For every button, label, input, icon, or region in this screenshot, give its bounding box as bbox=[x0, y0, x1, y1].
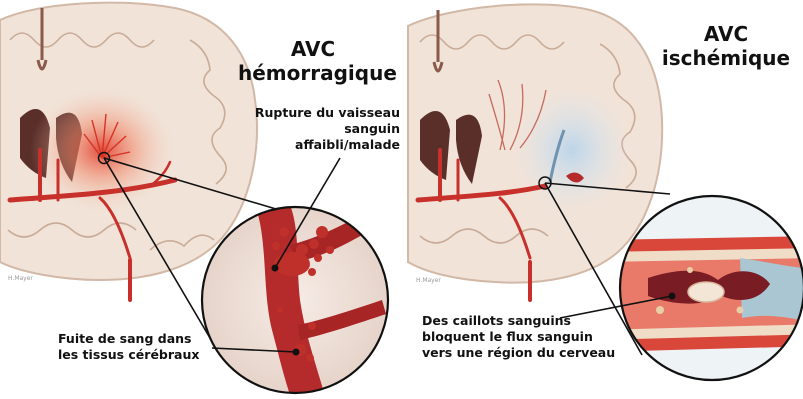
leak-line2: les tissus cérébraux bbox=[58, 347, 199, 363]
rupture-line2: sanguin bbox=[250, 121, 400, 137]
clot-annotation: Des caillots sanguins bloquent le flux s… bbox=[422, 313, 615, 361]
leak-line1: Fuite de sang dans bbox=[58, 331, 199, 347]
right-brain-section: H.Mayer bbox=[408, 4, 662, 300]
clot-line1: Des caillots sanguins bbox=[422, 313, 615, 329]
rupture-line3: affaibli/malade bbox=[250, 137, 400, 153]
right-title-line2: ischémique bbox=[651, 46, 801, 70]
clot-line2: bloquent le flux sanguin bbox=[422, 329, 615, 345]
rupture-annotation: Rupture du vaisseau sanguin affaibli/mal… bbox=[250, 105, 400, 153]
leak-point-marker bbox=[293, 349, 300, 356]
left-title-line1: AVC bbox=[238, 37, 388, 61]
right-credit: H.Mayer bbox=[416, 277, 441, 284]
right-title: AVC ischémique bbox=[651, 22, 801, 70]
rupture-line1: Rupture du vaisseau bbox=[250, 105, 400, 121]
left-title: AVC hémorragique bbox=[238, 37, 388, 85]
left-title-line2: hémorragique bbox=[238, 61, 388, 85]
right-title-line1: AVC bbox=[651, 22, 801, 46]
clot-line3: vers une région du cerveau bbox=[422, 345, 615, 361]
left-credit: H.Mayer bbox=[8, 275, 33, 282]
leak-annotation: Fuite de sang dans les tissus cérébraux bbox=[58, 331, 199, 363]
clot-point-marker bbox=[669, 293, 676, 300]
rupture-point-marker bbox=[272, 265, 279, 272]
